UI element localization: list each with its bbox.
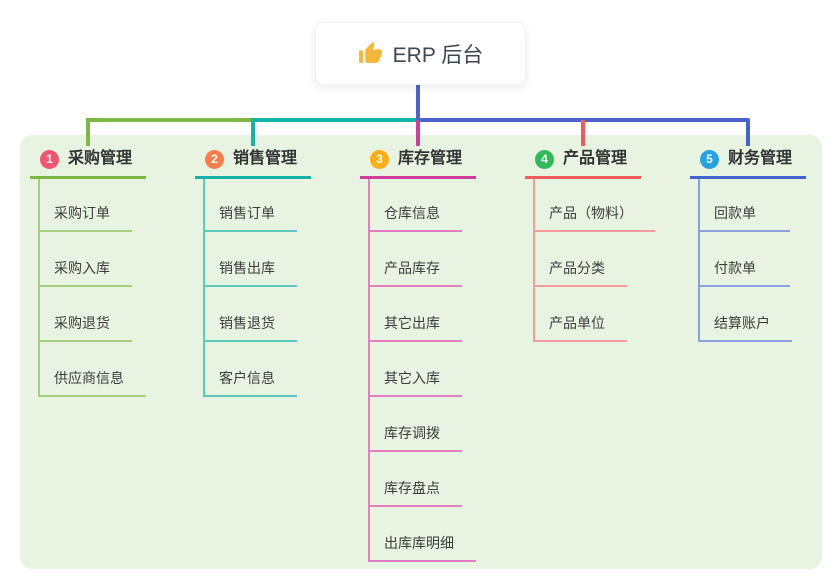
child-label: 付款单 (714, 260, 756, 276)
child-node: 产品（物料） (535, 179, 655, 232)
child-label: 产品（物料） (549, 205, 633, 221)
branch-label: 销售管理 (233, 150, 298, 167)
child-node: 出库库明细 (370, 507, 476, 562)
child-label: 仓库信息 (384, 205, 440, 221)
branch-finance: 5 财务管理 回款单 付款单 结算账户 (690, 146, 839, 342)
child-label: 采购退货 (54, 315, 110, 331)
child-node: 销售出库 (205, 232, 297, 287)
branch-header-sales: 2 销售管理 (195, 146, 311, 179)
child-label: 采购订单 (54, 205, 110, 221)
child-node: 回款单 (700, 179, 790, 232)
branch-product: 4 产品管理 产品（物料） 产品分类 产品单位 (525, 146, 685, 342)
child-label: 其它出库 (384, 315, 440, 331)
branch-number-badge: 4 (535, 149, 554, 169)
child-label: 客户信息 (219, 370, 275, 386)
branch-children: 采购订单 采购入库 采购退货 供应商信息 (38, 179, 190, 397)
branch-children: 销售订单 销售出库 销售退货 客户信息 (203, 179, 355, 397)
child-label: 回款单 (714, 205, 756, 221)
branch-header-inventory: 3 库存管理 (360, 146, 476, 179)
branch-purchase: 1 采购管理 采购订单 采购入库 采购退货 供应商信息 (30, 146, 190, 397)
connector-horizontal-teal (251, 118, 420, 122)
branch-inventory: 3 库存管理 仓库信息 产品库存 其它出库 其它入库 库存调拨 库存盘点 出库库… (360, 146, 520, 562)
child-label: 销售退货 (219, 315, 275, 331)
child-label: 销售订单 (219, 205, 275, 221)
child-node: 产品分类 (535, 232, 627, 287)
branch-header-product: 4 产品管理 (525, 146, 641, 179)
child-label: 其它入库 (384, 370, 440, 386)
connector-root-stem (416, 82, 420, 120)
child-node: 销售订单 (205, 179, 297, 232)
child-node: 销售退货 (205, 287, 297, 342)
child-label: 出库库明细 (384, 535, 454, 551)
branch-sales: 2 销售管理 销售订单 销售出库 销售退货 客户信息 (195, 146, 355, 397)
child-node: 产品单位 (535, 287, 627, 342)
connector-horizontal-green (86, 118, 253, 122)
child-label: 结算账户 (714, 315, 770, 331)
child-label: 产品单位 (549, 315, 605, 331)
child-node: 采购入库 (40, 232, 132, 287)
child-label: 供应商信息 (54, 370, 124, 386)
child-label: 产品分类 (549, 260, 605, 276)
branches-panel (20, 135, 822, 569)
branch-label: 财务管理 (728, 150, 793, 167)
child-node: 其它出库 (370, 287, 462, 342)
child-node: 其它入库 (370, 342, 462, 397)
child-node: 采购退货 (40, 287, 132, 342)
branch-number-badge: 3 (370, 149, 389, 169)
connector-drop-product (581, 120, 585, 146)
branch-children: 产品（物料） 产品分类 产品单位 (533, 179, 685, 342)
child-node: 付款单 (700, 232, 790, 287)
branch-label: 采购管理 (68, 150, 133, 167)
connector-drop-sales (251, 120, 255, 146)
thumbs-up-icon (358, 42, 382, 63)
child-label: 销售出库 (219, 260, 275, 276)
child-node: 产品库存 (370, 232, 462, 287)
child-label: 采购入库 (54, 260, 110, 276)
child-node: 采购订单 (40, 179, 132, 232)
branch-number-badge: 5 (700, 149, 719, 169)
branch-children: 回款单 付款单 结算账户 (698, 179, 839, 342)
branch-header-finance: 5 财务管理 (690, 146, 806, 179)
child-node: 结算账户 (700, 287, 792, 342)
branch-number-badge: 2 (205, 149, 224, 169)
branch-label: 库存管理 (398, 150, 463, 167)
branch-children: 仓库信息 产品库存 其它出库 其它入库 库存调拨 库存盘点 出库库明细 (368, 179, 520, 562)
connector-drop-inventory (416, 120, 420, 146)
child-node: 仓库信息 (370, 179, 462, 232)
branch-label: 产品管理 (563, 150, 628, 167)
branch-number-badge: 1 (40, 149, 59, 169)
child-label: 产品库存 (384, 260, 440, 276)
root-node: ERP 后台 (315, 22, 526, 85)
branch-header-purchase: 1 采购管理 (30, 146, 146, 179)
child-node: 供应商信息 (40, 342, 146, 397)
child-label: 库存盘点 (384, 480, 440, 496)
child-label: 库存调拨 (384, 425, 440, 441)
root-label: ERP 后台 (392, 43, 484, 67)
connector-drop-finance (746, 120, 750, 146)
child-node: 库存调拨 (370, 397, 462, 452)
connector-drop-purchase (86, 120, 90, 146)
child-node: 库存盘点 (370, 452, 462, 507)
child-node: 客户信息 (205, 342, 297, 397)
